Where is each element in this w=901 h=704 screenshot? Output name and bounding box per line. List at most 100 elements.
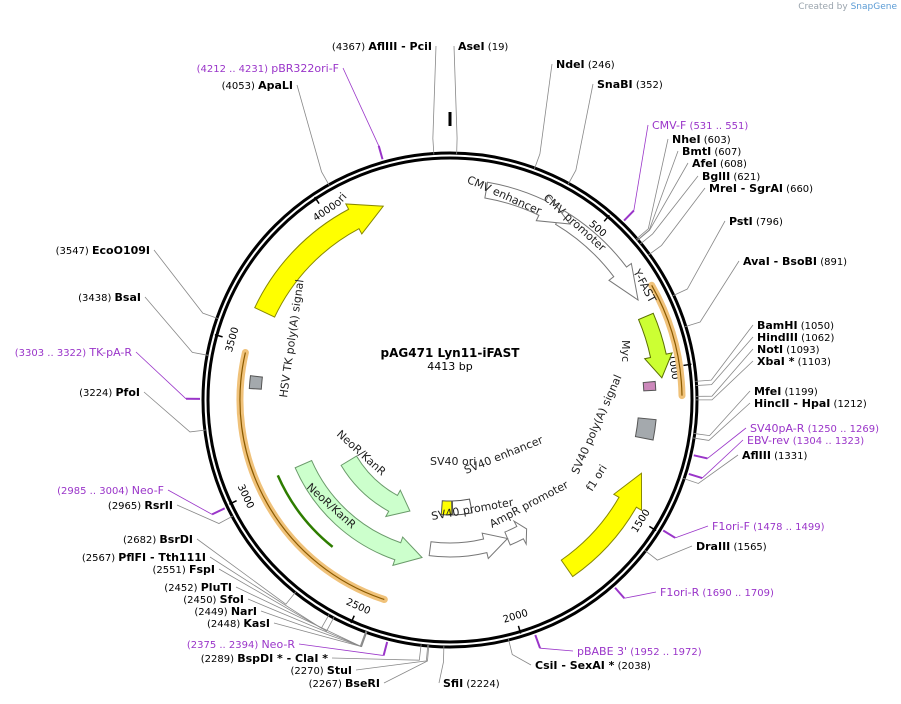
enzyme-pos: (2567) [82,553,118,564]
enzyme-label-34: (3547) EcoO109I [56,244,150,257]
enzyme-pos: (4367) [332,42,368,53]
enzyme-name2: BsoBI [782,255,817,268]
primer-label-1: CMV-F (531 .. 551) [652,119,748,132]
primer-mark-1 [623,209,635,222]
enzyme-pos: (621) [730,172,760,183]
enzyme-name: BsaI [115,291,141,304]
tick-label-2000: 2000 [502,608,530,626]
enzyme-pos: (2448) [207,619,243,630]
enzyme-separator: - [737,182,749,195]
primer-mark-8 [211,507,226,516]
primer-leader-4 [675,525,709,539]
enzyme-leader-group [143,45,754,684]
enzyme-leader-2 [534,63,553,170]
enzyme-pos: (608) [717,159,747,170]
feature-label-sv40-ori: SV40 ori [430,455,476,468]
enzyme-name: NdeI [556,58,585,71]
enzyme-name: ApaLI [258,79,293,92]
enzyme-pos: (2038) [614,661,651,672]
enzyme-name: AseI [458,40,485,53]
enzyme-leader-3 [567,83,594,185]
enzyme-leader-10 [684,260,740,328]
plasmid-size: 4413 bp [427,360,472,373]
primer-name: EBV-rev [747,434,790,447]
enzyme-name: CsiI [535,659,557,672]
enzyme-label-26: (2450) SfoI [183,593,244,606]
feature-orf-band-left-core [239,352,385,601]
primer-label-group: (4212 .. 4231) pBR322ori-F CMV-F (531 .. … [15,62,879,658]
feature-orf-band-right-core [651,285,683,396]
enzyme-leader-19 [508,638,532,666]
primer-range: (4212 .. 4231) [197,64,272,75]
enzyme-label-7: BglII (621) [702,170,760,183]
enzyme-separator: - [557,659,569,672]
primer-mark-5 [614,587,626,599]
tick-mark-4000 [314,196,320,205]
enzyme-label-19: CsiI - SexAI * (2038) [535,659,651,672]
primer-name: pBR322ori-F [271,62,339,75]
enzyme-leader-30 [196,538,297,605]
primer-leader-9 [135,351,187,400]
enzyme-pos: (1093) [783,345,820,356]
tick-mark-1500 [648,525,657,532]
enzyme-pos: (2450) [183,595,219,606]
feature-neor-outer-arrow [294,459,423,567]
tick-mark-2500 [350,615,355,624]
enzyme-leader-15 [693,390,751,437]
tick-label-3000: 3000 [235,483,256,511]
enzyme-name: SfoI [220,593,244,606]
enzyme-name: DraIII [696,540,730,553]
enzyme-label-25: (2449) NarI [194,605,257,618]
enzyme-pos: (2965) [108,501,144,512]
backbone-inner [206,156,694,644]
enzyme-label-30: (2682) BsrDI [123,533,193,546]
enzyme-label-18: DraIII (1565) [696,540,767,553]
enzyme-leader-8 [648,187,706,256]
enzyme-leader-18 [644,545,693,561]
primer-leader-6 [540,647,574,652]
enzyme-leader-31 [176,504,234,524]
primer-range: (531 .. 551) [686,121,748,132]
enzyme-name: StuI [327,664,352,677]
primer-range: (2375 .. 2394) [187,640,262,651]
tick-mark-3000 [229,500,237,505]
enzyme-name2: PciI [410,40,432,53]
enzyme-label-11: BamHI (1050) [757,319,834,332]
enzyme-label-4: NheI (603) [672,133,731,146]
feature-ori-arrow [254,203,385,318]
enzyme-label-32: (3224) PfoI [79,386,140,399]
enzyme-pos: (19) [485,42,509,53]
enzyme-pos: (1199) [781,387,818,398]
enzyme-name: AvaI [743,255,770,268]
enzyme-pos: (1331) [771,451,808,462]
enzyme-name: PluTI [201,581,232,594]
feature-label-neor-outer: NeoR/KanR [304,481,359,532]
enzyme-name: BglII [702,170,730,183]
enzyme-label-31: (2965) RsrII [108,499,173,512]
primer-label-0: (4212 .. 4231) pBR322ori-F [197,62,339,75]
feature-label-myc: Myc [619,340,632,362]
enzyme-leader-11 [695,324,754,382]
primer-label-9: (3303 .. 3322) TK-pA-R [15,346,133,359]
enzyme-name: PfoI [116,386,141,399]
enzyme-name: XbaI * [757,355,795,368]
enzyme-label-24: (2448) KasI [207,617,270,630]
enzyme-leader-12 [695,336,754,386]
primer-range: (1690 .. 1709) [699,588,774,599]
enzyme-name: SfiI [443,677,463,690]
tick-label-3500: 3500 [224,326,241,353]
snapgene-branding: Created by SnapGene [798,2,897,12]
primer-leader-group [135,67,747,656]
enzyme-name: PflFI [118,551,146,564]
feature-group [236,181,686,603]
enzyme-leader-13 [695,348,754,397]
enzyme-pos: (352) [633,80,663,91]
primer-mark-0 [377,145,384,160]
enzyme-leader-29 [209,556,330,629]
enzyme-leader-17 [683,454,739,484]
enzyme-label-3: SnaBI (352) [597,78,663,91]
primer-label-3: EBV-rev (1304 .. 1323) [747,434,864,447]
enzyme-name: FspI [189,563,215,576]
enzyme-label-33: (3438) BsaI [78,291,141,304]
